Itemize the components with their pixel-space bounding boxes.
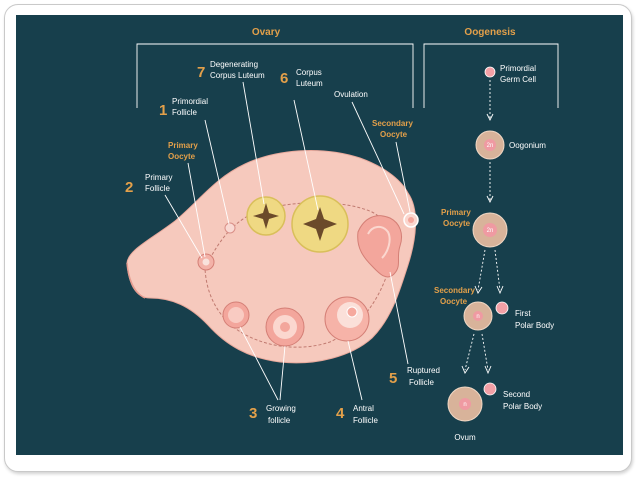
primordial-germ-cell: [484, 66, 496, 78]
secondary-oocyte-mark: n: [476, 314, 479, 320]
arrowhead-1: [486, 113, 494, 122]
number-4: 4: [336, 405, 345, 422]
secondary-oocyte-oogenesis-label-2: Oocyte: [440, 297, 468, 306]
ovum-mark: n: [463, 402, 466, 408]
primordial-germ-cell-label-2: Germ Cell: [500, 75, 536, 84]
arrowhead-4: [496, 285, 504, 295]
arrowhead-3: [474, 285, 483, 294]
first-polar-body-label-2: Polar Body: [515, 321, 554, 330]
second-polar-body-label-2: Polar Body: [503, 402, 542, 411]
primary-oocyte-oogenesis-label-2: Oocyte: [443, 219, 471, 228]
primary-oocyte-mark: 2n: [487, 228, 494, 234]
ruptured-follicle-label-1: Ruptured: [407, 366, 440, 375]
arrow-primary-to-first-polar: [494, 249, 501, 291]
arrow-secondary-to-ovum: [464, 333, 475, 371]
ovulated-oocyte-nucleus: [408, 217, 414, 223]
secondary-oocyte-oogenesis-label-1: Secondary: [434, 286, 475, 295]
secondary-oocyte-ovary-leader: [395, 141, 411, 213]
ruptured-follicle-label-2: Follicle: [409, 378, 434, 387]
number-3: 3: [249, 405, 257, 422]
primordial-follicle: [224, 222, 236, 234]
ovary-header-bg: [246, 24, 286, 38]
number-1: 1: [159, 102, 167, 119]
antral-follicle-label-2: Follicle: [353, 416, 378, 425]
ovary-header: Ovary: [252, 27, 281, 38]
number-7: 7: [197, 64, 205, 81]
arrowhead-2: [486, 195, 494, 204]
secondary-oocyte-nucleus: [473, 311, 483, 321]
arrowhead-5: [461, 365, 470, 374]
secondary-oocyte-ovary-label-1: Secondary: [372, 119, 413, 128]
number-2: 2: [125, 179, 133, 196]
growing-follicle-label-1: Growing: [266, 404, 296, 413]
ovulation-label: Ovulation: [334, 90, 368, 99]
primary-oocyte-nucleus: [483, 223, 497, 237]
ovum-label: Ovum: [454, 433, 476, 442]
corpus-luteum-leader: [293, 99, 319, 211]
ovum-nucleus: [459, 398, 471, 410]
primary-follicle-leader: [164, 194, 203, 259]
antral-follicle-label-1: Antral: [353, 404, 374, 413]
arrow-primary-to-secondary: [477, 249, 486, 291]
growing-follicle-label-2: follicle: [268, 416, 291, 425]
arrowhead-6: [484, 365, 492, 375]
ovary-bracket: [136, 43, 414, 108]
primary-oocyte-label-2: Oocyte: [168, 152, 196, 161]
growing-follicle-leader-2: [279, 345, 286, 401]
primary-oocyte-label-1: Primary: [168, 141, 198, 150]
growing-follicle-leader-1: [239, 326, 279, 401]
growing-follicle-large-core: [280, 322, 290, 332]
oogenesis-bracket: [423, 43, 559, 108]
oogenesis-header: Oogenesis: [464, 27, 516, 38]
number-6: 6: [280, 70, 288, 87]
primordial-germ-cell-label-1: Primordial: [500, 64, 536, 73]
degenerating-leader: [242, 81, 265, 205]
primordial-follicle-label-1: Primordial: [172, 97, 208, 106]
oogonium-nucleus: [484, 139, 496, 151]
oogonium-label: Oogonium: [509, 141, 546, 150]
primary-follicle-label-1: Primary: [145, 173, 173, 182]
corpus-luteum-label-1: Corpus: [296, 68, 322, 77]
primordial-follicle-leader: [204, 119, 230, 225]
ruptured-follicle-wall: [367, 226, 391, 259]
degenerating-luteum-core: [253, 203, 279, 229]
corpus-luteum-label-2: Luteum: [296, 79, 323, 88]
ligament: [126, 262, 146, 299]
antral-oocyte: [346, 306, 358, 318]
second-polar-body-label-1: Second: [503, 390, 530, 399]
primary-oocyte-leader: [187, 162, 206, 258]
ruptured-follicle-leader: [389, 271, 409, 365]
number-5: 5: [389, 370, 397, 387]
arrow-secondary-to-second-polar: [481, 333, 489, 371]
oogonium-mark: 2n: [487, 143, 494, 149]
primordial-follicle-label-2: Follicle: [172, 108, 197, 117]
degenerating-label-2: Corpus Luteum: [210, 71, 265, 80]
ovulation-leader: [351, 101, 405, 215]
primary-follicle-oocyte: [202, 258, 210, 266]
corpus-luteum-core: [303, 207, 337, 241]
degenerating-label-1: Degenerating: [210, 60, 258, 69]
primary-oocyte-oogenesis-label-1: Primary: [441, 208, 471, 217]
first-polar-body-label-1: First: [515, 309, 531, 318]
growing-follicle-small-inner: [228, 307, 244, 323]
first-polar-body: [495, 301, 509, 315]
primary-follicle-label-2: Follicle: [145, 184, 170, 193]
secondary-oocyte-ovary-label-2: Oocyte: [380, 130, 408, 139]
antral-follicle-leader: [347, 340, 363, 401]
second-polar-body: [483, 382, 497, 396]
